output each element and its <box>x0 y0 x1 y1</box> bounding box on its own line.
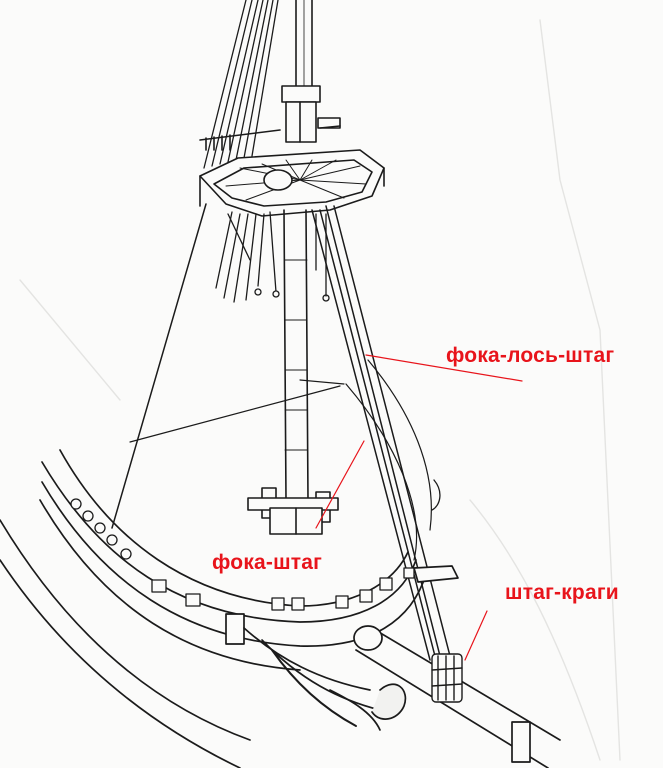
futtock-shrouds <box>215 211 330 303</box>
label-fore-topmast-stay: фока-лось-штаг <box>446 344 615 367</box>
fighting-top <box>199 125 385 217</box>
label-stay-collar: штаг-краги <box>505 581 619 604</box>
label-fore-stay: фока-штаг <box>212 551 323 574</box>
upper-shrouds <box>203 0 279 169</box>
background-shading <box>19 19 621 761</box>
leader-lines <box>315 354 523 661</box>
deck-lines <box>129 359 432 561</box>
leader-fore-topmast-stay <box>365 354 523 382</box>
topmast <box>281 0 341 143</box>
leader-stay-collar <box>464 610 488 661</box>
leader-fore-stay <box>315 440 365 529</box>
foremast <box>247 209 339 535</box>
bow-hull <box>0 449 459 768</box>
bowsprit <box>353 625 561 768</box>
